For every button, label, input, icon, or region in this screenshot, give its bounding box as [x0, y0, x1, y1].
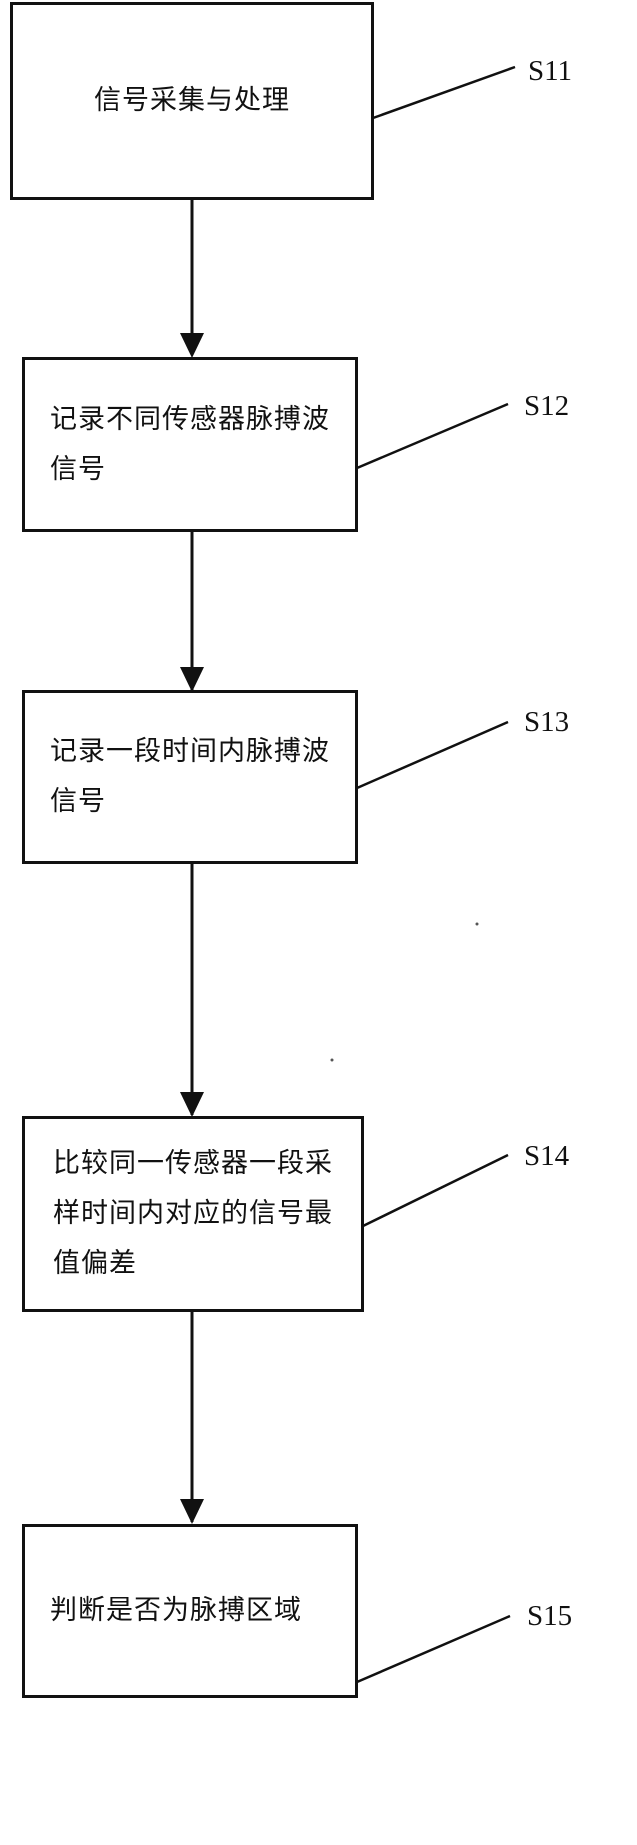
arrowhead-s13 — [180, 667, 204, 692]
step-tag-s15: S15 — [527, 1600, 572, 1632]
step-tag-s13: S13 — [524, 706, 569, 738]
leader-line-s14 — [363, 1155, 508, 1226]
leader-line-s12 — [357, 404, 508, 468]
leader-line-s13 — [357, 722, 508, 788]
step-box-s12: 记录不同传感器脉搏波信号 — [22, 357, 358, 532]
leader-line-s15 — [357, 1616, 510, 1682]
step-text-s14: 比较同一传感器一段采样时间内对应的信号最值偏差 — [39, 1139, 347, 1289]
scan-speck — [331, 1059, 334, 1062]
step-tag-s14: S14 — [524, 1140, 569, 1172]
leader-line-s11 — [373, 67, 515, 118]
step-text-s12: 记录不同传感器脉搏波信号 — [36, 395, 344, 495]
step-box-s13: 记录一段时间内脉搏波信号 — [22, 690, 358, 864]
arrowhead-s14 — [180, 1092, 204, 1117]
step-box-s15: 判断是否为脉搏区域 — [22, 1524, 358, 1698]
arrowhead-s15 — [180, 1499, 204, 1524]
arrowhead-s12 — [180, 333, 204, 358]
step-box-s14: 比较同一传感器一段采样时间内对应的信号最值偏差 — [22, 1116, 364, 1312]
step-text-s11: 信号采集与处理 — [43, 76, 341, 126]
step-box-s11: 信号采集与处理 — [10, 2, 374, 200]
scan-speck — [476, 923, 479, 926]
step-text-s15: 判断是否为脉搏区域 — [36, 1586, 344, 1636]
step-tag-s12: S12 — [524, 390, 569, 422]
step-tag-s11: S11 — [528, 55, 572, 87]
step-text-s13: 记录一段时间内脉搏波信号 — [36, 727, 344, 827]
